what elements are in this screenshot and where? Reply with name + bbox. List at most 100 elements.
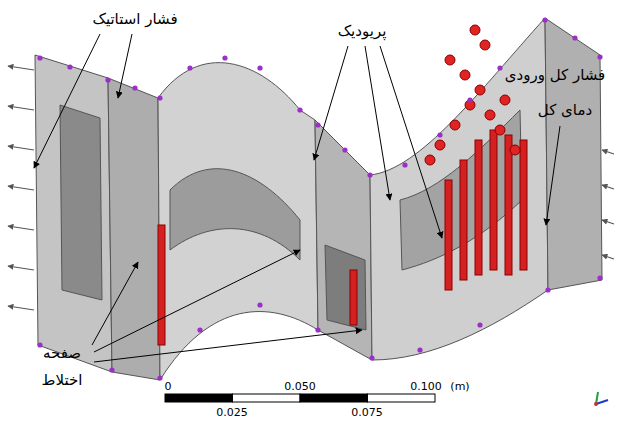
scale-value: 0.050: [284, 380, 316, 393]
leader-line: [118, 34, 132, 98]
outlet-arrow: [8, 226, 34, 230]
bc-symbol: [257, 302, 262, 307]
leader-line: [34, 34, 100, 168]
bc-symbol: [597, 54, 602, 59]
bc-symbol: [367, 172, 372, 177]
red-cylinder: [158, 225, 165, 345]
bc-symbol: [545, 287, 550, 292]
inlet-face: [545, 18, 602, 290]
red-sphere: [445, 55, 455, 65]
axis-origin: [594, 402, 598, 406]
scale-segment: [233, 394, 301, 402]
leader-line: [380, 46, 442, 238]
periodic-face: [108, 78, 160, 380]
red-cylinder: [505, 135, 512, 275]
bc-symbol: [402, 162, 407, 167]
bc-symbol: [37, 342, 42, 347]
red-sphere: [485, 110, 495, 120]
leader-line: [546, 126, 560, 225]
bc-symbol: [572, 35, 577, 40]
red-sphere: [495, 125, 505, 135]
scale-value: 0.075: [351, 406, 383, 419]
red-cylinder: [520, 140, 527, 270]
stator-passage: [158, 63, 318, 380]
inlet-arrow: [602, 150, 614, 154]
scale-segment: [368, 394, 436, 402]
red-sphere: [435, 140, 445, 150]
leader-line: [94, 250, 300, 352]
outlet-arrow: [8, 186, 34, 190]
red-cylinder: [445, 180, 452, 290]
scale-segment: [300, 394, 368, 402]
red-sphere: [450, 120, 460, 130]
inlet-arrow: [602, 255, 614, 259]
scale-unit: (m): [450, 380, 469, 393]
scale-value: 0.100: [410, 380, 442, 393]
bc-symbol: [197, 327, 202, 332]
red-sphere: [475, 85, 485, 95]
bc-symbol: [417, 347, 422, 352]
leader-line: [92, 262, 138, 345]
bc-symbol: [222, 55, 227, 60]
scale-bar: [165, 394, 435, 402]
scale-value: 0.025: [216, 406, 248, 419]
bc-symbol: [315, 122, 320, 127]
outlet-arrow: [8, 306, 34, 310]
mixing-plane-face: [315, 120, 372, 360]
bc-symbol: [157, 375, 162, 380]
scale-value: 0: [165, 380, 172, 393]
boundary-label: دمای کل: [538, 101, 592, 119]
red-sphere: [500, 95, 510, 105]
bc-symbol: [497, 65, 502, 70]
leader-line: [365, 46, 390, 200]
bc-symbol: [257, 65, 262, 70]
bc-symbol: [297, 107, 302, 112]
red-cylinder: [460, 160, 467, 280]
bc-symbol: [477, 322, 482, 327]
boundary-label: صفحه اختلاط: [34, 340, 90, 394]
outlet-arrow: [8, 266, 34, 270]
bc-symbol: [467, 97, 472, 102]
bc-symbol: [157, 95, 162, 100]
bc-symbol: [342, 147, 347, 152]
red-sphere: [510, 145, 520, 155]
red-sphere: [460, 70, 470, 80]
red-sphere: [425, 155, 435, 165]
blade-surface: [60, 105, 102, 300]
bc-symbol: [109, 367, 114, 372]
inlet-arrow: [602, 185, 614, 189]
red-sphere: [480, 40, 490, 50]
outlet-arrow: [8, 146, 34, 150]
red-sphere: [470, 25, 480, 35]
bc-symbol: [105, 77, 110, 82]
outlet-arrow: [8, 106, 34, 110]
boundary-label: فشار استاتیک: [92, 10, 177, 28]
leader-line: [314, 46, 348, 160]
bc-symbol: [37, 55, 42, 60]
leader-line: [94, 330, 362, 362]
bc-symbol: [67, 64, 72, 69]
leader-lines: [34, 34, 560, 362]
inlet-arrow: [602, 220, 614, 224]
bc-symbol: [369, 355, 374, 360]
bc-symbol: [187, 65, 192, 70]
axis-triad: [594, 392, 608, 406]
bc-symbol: [542, 17, 547, 22]
red-cylinder: [350, 270, 357, 325]
blade-surface: [170, 169, 300, 260]
bc-symbol: [132, 85, 137, 90]
blade-surface: [325, 245, 366, 330]
monitor-points: [158, 25, 527, 345]
red-cylinder: [475, 140, 482, 275]
scale-segment: [165, 394, 233, 402]
boundary-label: فشار کل ورودی: [505, 66, 606, 84]
outlet-arrow: [8, 66, 34, 70]
bc-symbol: [597, 275, 602, 280]
red-cylinder: [490, 130, 497, 270]
boundary-label: پریودیک: [338, 22, 387, 40]
bc-symbol: [315, 327, 320, 332]
outlet-face: [35, 55, 112, 372]
bc-symbol: [437, 132, 442, 137]
